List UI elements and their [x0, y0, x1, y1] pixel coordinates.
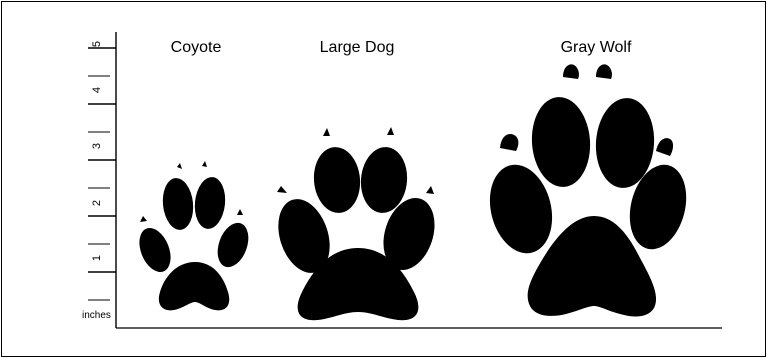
- ruler-ticks: [88, 48, 116, 300]
- ruler-tick-label-3: 3: [91, 143, 103, 149]
- gray-wolf-label: Gray Wolf: [561, 39, 632, 56]
- coyote-label: Coyote: [171, 39, 222, 56]
- ruler-tick-label-5: 5: [91, 41, 103, 47]
- ruler-tick-label-1: 1: [91, 255, 103, 261]
- large-dog-label: Large Dog: [320, 39, 395, 56]
- ruler-tick-label-4: 4: [91, 87, 103, 93]
- gray-wolf-paw-print: [481, 64, 695, 316]
- ruler-tick-label-2: 2: [91, 200, 103, 206]
- ruler-unit-label: inches: [82, 310, 111, 321]
- large-dog-paw-print: [269, 127, 443, 320]
- coyote-paw-print: [133, 161, 254, 310]
